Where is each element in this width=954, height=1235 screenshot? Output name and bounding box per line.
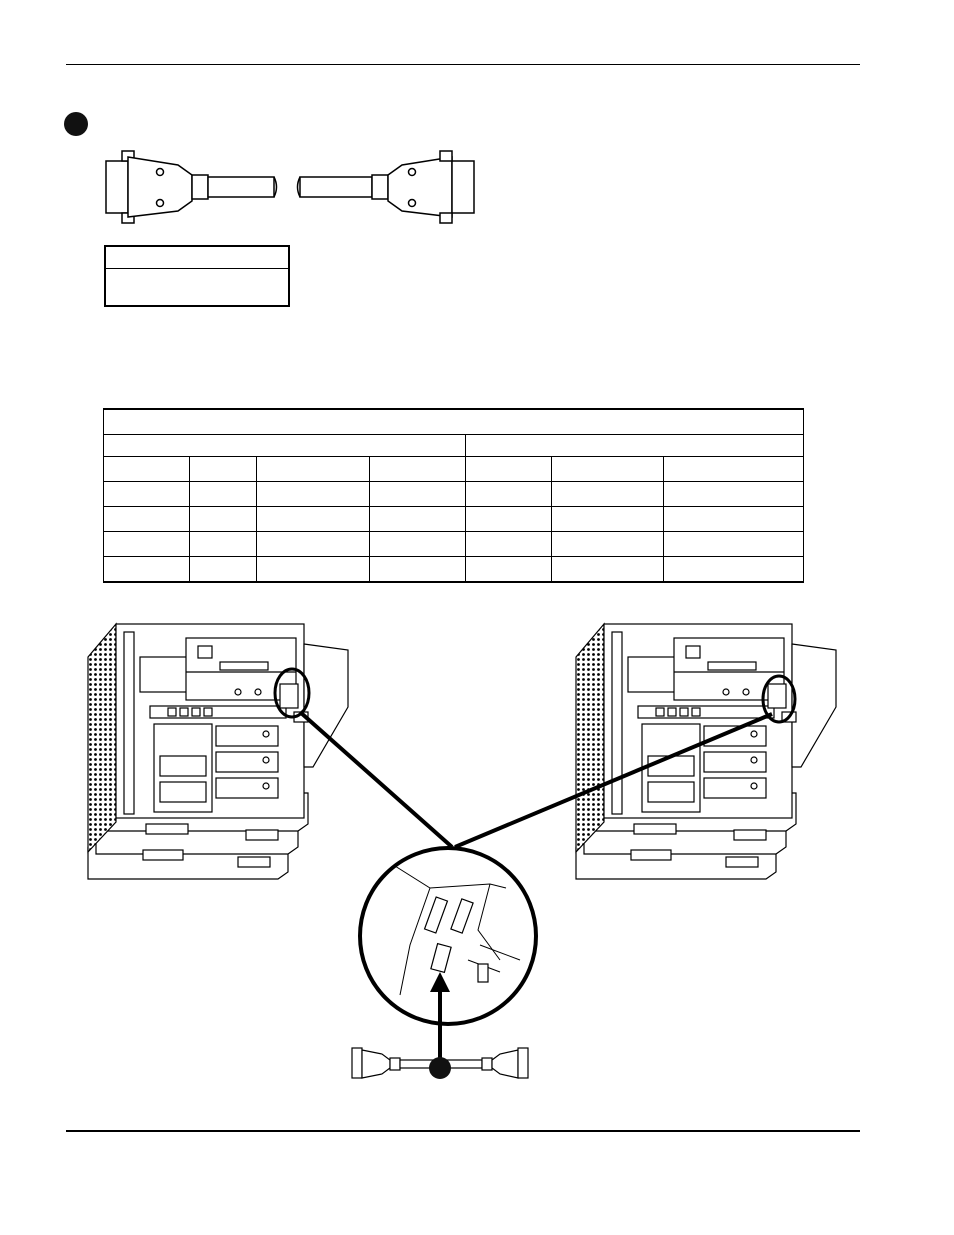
- config-table-title: [102, 408, 805, 435]
- config-table-cell: [103, 506, 190, 532]
- config-table-cell: [369, 481, 466, 507]
- cable-label-header: [106, 247, 288, 269]
- config-table-cell: [256, 556, 370, 583]
- config-table-cell: [551, 506, 664, 532]
- config-table-cell: [465, 531, 552, 557]
- config-table-group: [464, 434, 805, 457]
- config-table-cell: [662, 556, 805, 583]
- config-table-column-header: [551, 456, 664, 482]
- config-table-cell: [189, 481, 257, 507]
- config-table-cell: [465, 506, 552, 532]
- config-table-cell: [256, 531, 370, 557]
- footer-rule: [66, 1130, 860, 1132]
- cable-illustration: [105, 150, 475, 224]
- config-table-column-header: [189, 456, 257, 482]
- config-table-cell: [465, 481, 552, 507]
- config-table-cell: [189, 506, 257, 532]
- config-table-cell: [662, 531, 805, 557]
- config-table-cell: [256, 481, 370, 507]
- config-table: [102, 408, 805, 583]
- config-table-group: [103, 434, 466, 457]
- config-table-cell: [256, 506, 370, 532]
- header-rule: [66, 64, 860, 65]
- cable-label-table: [104, 245, 290, 307]
- cabinet-connection-diagram: [87, 623, 837, 1079]
- config-table-cell: [189, 556, 257, 583]
- config-table-cell: [465, 556, 552, 583]
- config-table-cell: [662, 506, 805, 532]
- config-table-column-header: [103, 456, 190, 482]
- config-table-cell: [369, 531, 466, 557]
- config-table-cell: [103, 556, 190, 583]
- config-table-column-header: [465, 456, 552, 482]
- config-table-cell: [369, 556, 466, 583]
- config-table-cell: [103, 481, 190, 507]
- config-table-cell: [103, 531, 190, 557]
- config-table-cell: [551, 481, 664, 507]
- config-table-column-header: [256, 456, 370, 482]
- config-table-cell: [369, 506, 466, 532]
- config-table-cell: [551, 556, 664, 583]
- config-table-column-header: [662, 456, 805, 482]
- config-table-column-header: [369, 456, 466, 482]
- config-table-cell: [662, 481, 805, 507]
- callout-bullet: [64, 112, 88, 136]
- config-table-cell: [551, 531, 664, 557]
- config-table-cell: [189, 531, 257, 557]
